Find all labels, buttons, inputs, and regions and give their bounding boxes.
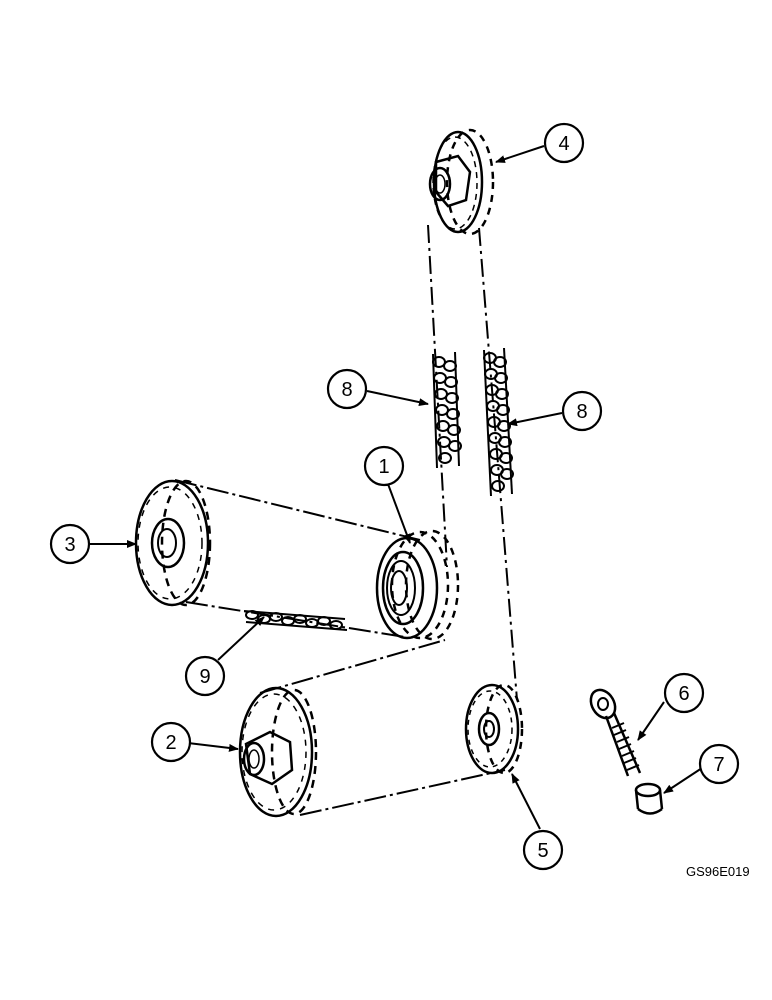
svg-text:7: 7 [713,754,724,776]
callout-8-right: 8 [561,390,603,432]
sprocket-5 [464,683,524,775]
callout-4: 4 [543,122,585,164]
sprocket-4 [428,128,495,236]
svg-text:4: 4 [558,133,569,155]
svg-text:1: 1 [378,456,389,478]
figure-code: GS96E019 [686,864,750,879]
callout-6: 6 [663,672,705,714]
leader-lines [90,145,703,830]
callout-7: 7 [698,743,740,785]
hex-nut-2 [244,730,294,786]
callout-1: 1 [363,445,405,487]
svg-text:3: 3 [64,534,75,556]
chain-section-8-right [483,347,514,497]
lower-chain-path [174,479,506,816]
svg-text:8: 8 [341,379,352,401]
callout-8-left: 8 [326,368,368,410]
svg-text:5: 5 [537,840,548,862]
callout-5: 5 [522,829,564,871]
bushing-7 [634,782,664,815]
chain-section-8-left [432,351,462,469]
svg-text:9: 9 [199,666,210,688]
callout-2: 2 [150,721,192,763]
sprocket-2 [238,686,318,818]
sprocket-3 [134,479,212,607]
hex-nut-4 [434,154,472,208]
svg-text:2: 2 [165,732,176,754]
eye-bolt-6 [589,688,642,777]
callout-9: 9 [184,655,226,697]
upper-chain-path [427,224,518,701]
callout-3: 3 [49,523,91,565]
svg-text:6: 6 [678,683,689,705]
svg-text:8: 8 [576,401,587,423]
